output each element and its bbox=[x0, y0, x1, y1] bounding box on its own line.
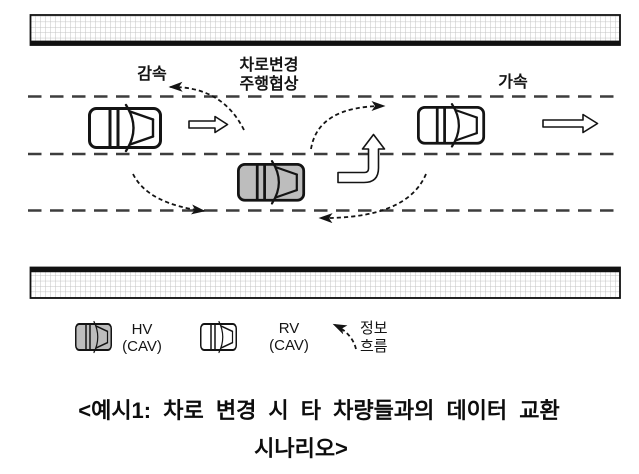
info-flow-curve-to-target-lane bbox=[310, 101, 386, 150]
legend-hv-car-icon bbox=[74, 320, 113, 354]
decelerate-label: 감속 bbox=[137, 64, 167, 83]
legend-info-flow-label-line2: 흐름 bbox=[360, 338, 388, 355]
legend-info-flow-arrow-icon bbox=[332, 323, 357, 350]
info-flow-curve-to-follower bbox=[318, 173, 427, 224]
forward-arrow-icon-right bbox=[542, 113, 599, 134]
caption-line2: 시나리오> bbox=[254, 436, 348, 461]
legend-rv-label-line1: RV bbox=[279, 320, 300, 337]
lane-change-turn-arrow-icon bbox=[337, 133, 386, 184]
rv-car-icon-right bbox=[417, 102, 486, 148]
legend-hv-label-line2: (CAV) bbox=[122, 338, 162, 355]
top-road-barrier bbox=[29, 14, 621, 46]
lane-change-label-line2: 주행협상 bbox=[240, 74, 299, 93]
legend-rv-label-line2: (CAV) bbox=[269, 337, 309, 354]
info-flow-curve-to-gap bbox=[132, 173, 206, 215]
legend-rv-car-icon bbox=[199, 320, 238, 354]
rv-car-icon-left bbox=[88, 103, 162, 153]
caption-line1: <예시1: 차로 변경 시 타 차량들과의 데이터 교환 bbox=[78, 398, 560, 423]
info-flow-curve-to-decelerate bbox=[168, 81, 245, 131]
accelerate-label: 가속 bbox=[498, 73, 528, 91]
lane-change-label-line1: 차로변경 bbox=[240, 56, 299, 74]
bottom-road-barrier bbox=[29, 266, 621, 299]
legend-info-flow-label-line1: 정보 bbox=[360, 320, 388, 337]
legend-hv-label-line1: HV bbox=[132, 321, 153, 338]
forward-arrow-icon-left bbox=[188, 115, 229, 134]
hv-car-icon bbox=[237, 159, 306, 205]
legend: HV (CAV) RV (CAV) 정보 흐름 bbox=[74, 320, 388, 355]
